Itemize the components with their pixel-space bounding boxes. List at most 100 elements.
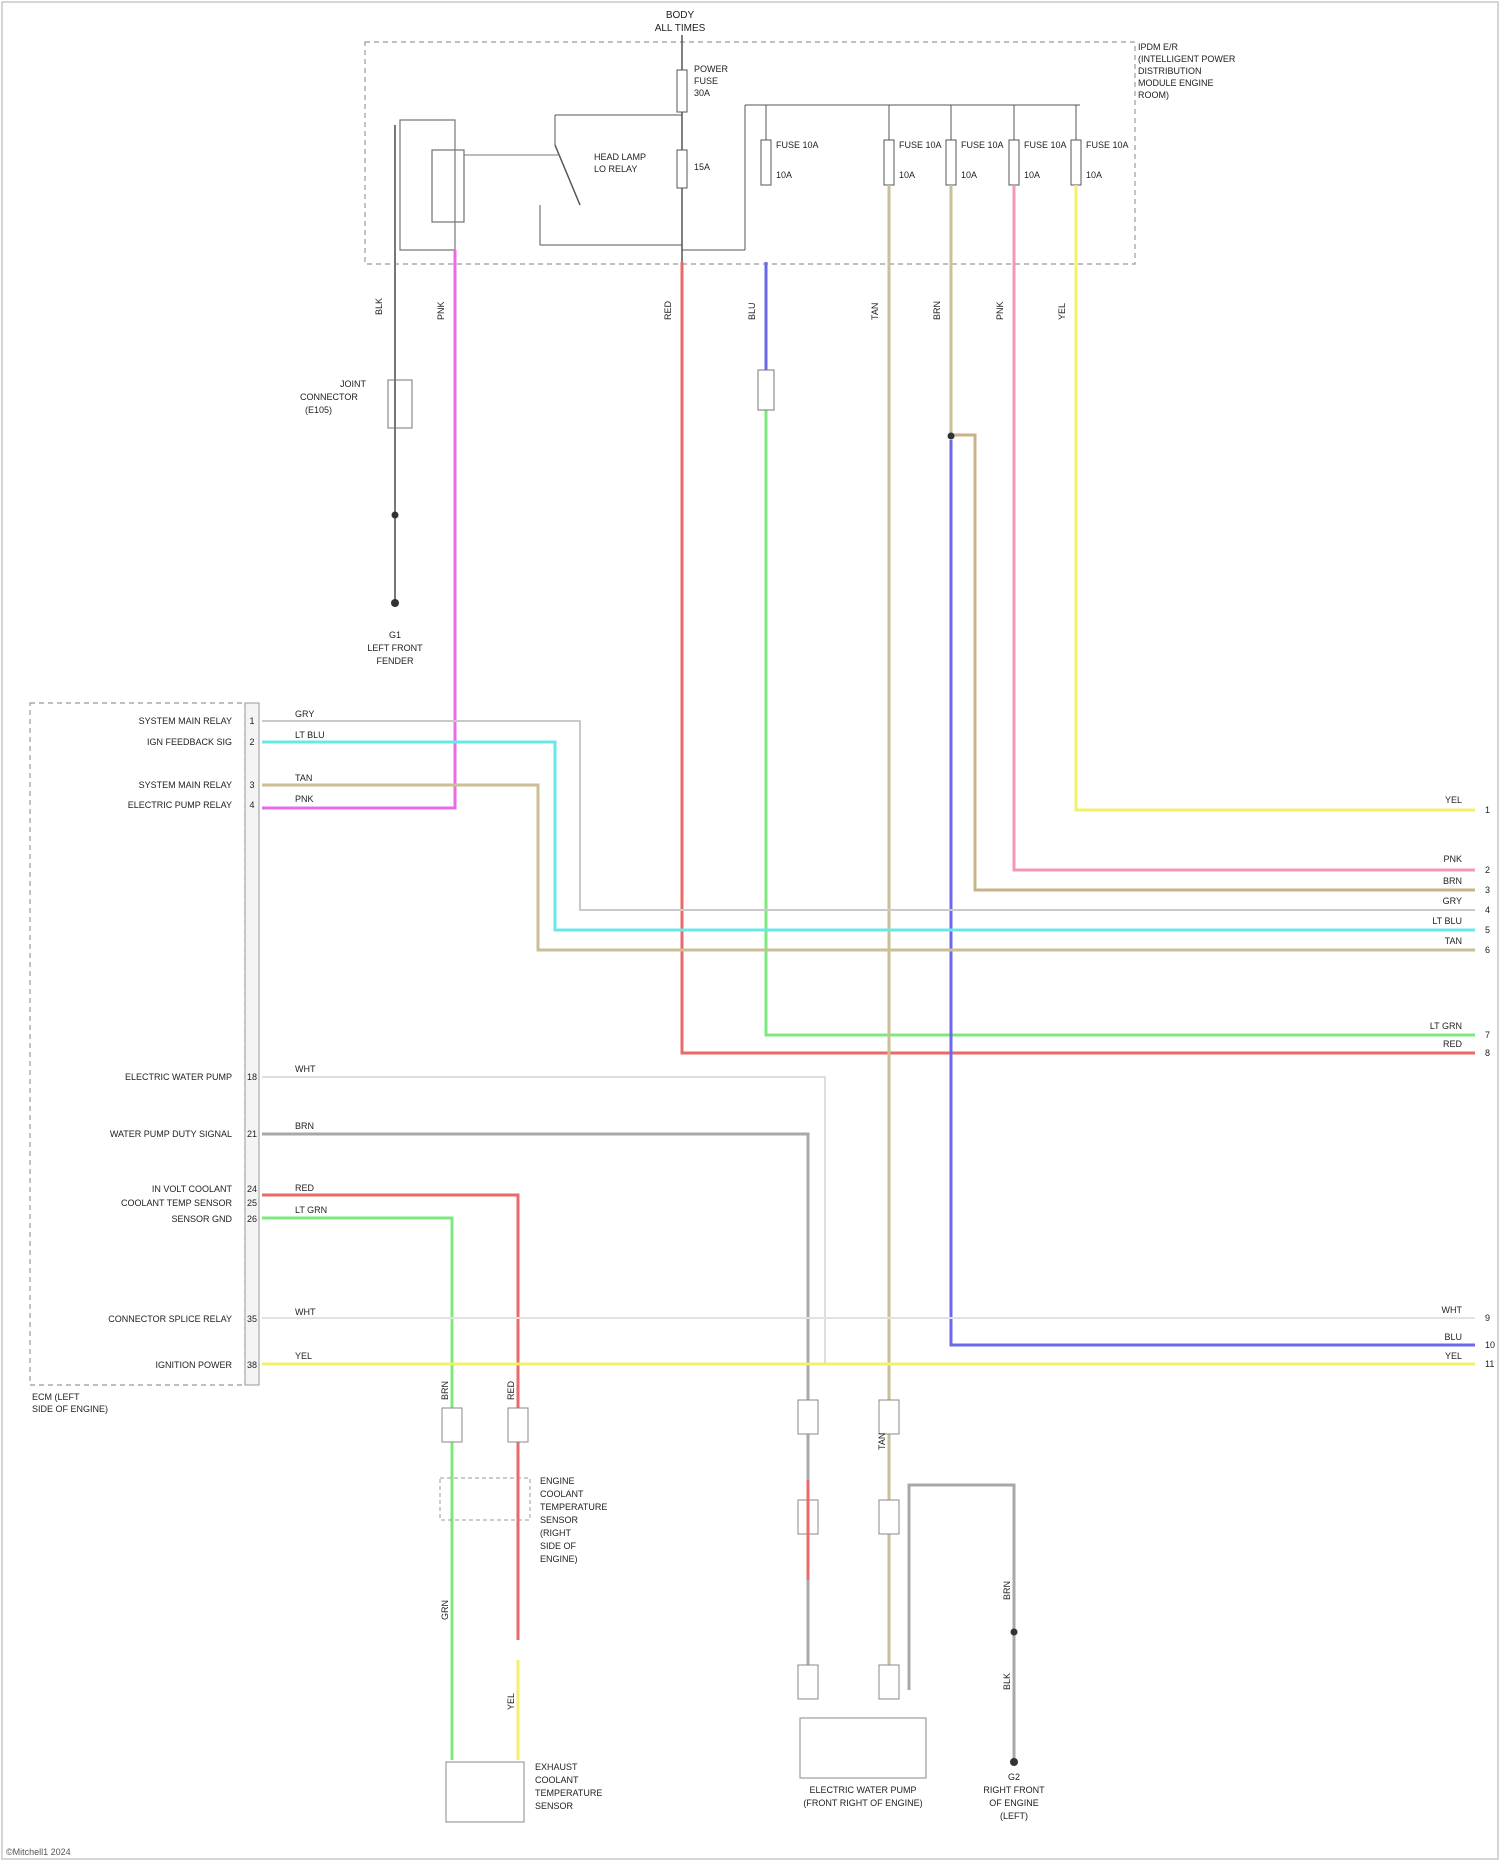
pump-connector-a xyxy=(798,1400,818,1434)
relay-coil xyxy=(432,150,464,222)
power-fuse-symbol xyxy=(677,70,687,112)
sensor-label-1: ENGINE xyxy=(540,1476,575,1486)
right-wire-8: RED xyxy=(1443,1039,1463,1049)
fuse-5 xyxy=(1071,140,1081,185)
ecm-name-2: SIDE OF ENGINE) xyxy=(32,1404,108,1414)
wire-ecm-ltgrn: LT GRN xyxy=(295,1205,327,1215)
ecm-pin-2-num: 2 xyxy=(249,737,254,747)
wire-bottom-blk: BLK xyxy=(1002,1673,1012,1690)
ecm-pin-24-num: 24 xyxy=(247,1184,257,1194)
right-refs: YEL PNK BRN GRY LT BLU TAN LT GRN RED WH… xyxy=(1430,795,1495,1369)
ecm-pin-21-num: 21 xyxy=(247,1129,257,1139)
sensor-label-3: TEMPERATURE xyxy=(540,1502,607,1512)
right-wire-5: LT BLU xyxy=(1432,916,1462,926)
right-wire-3: BRN xyxy=(1443,876,1462,886)
wire-ecm-red: RED xyxy=(295,1183,315,1193)
right-wire-1: YEL xyxy=(1445,795,1462,805)
top-wires: JOINT CONNECTOR (E105) G1 LEFT FRONT FEN… xyxy=(262,125,1475,1690)
ecm-pin-18-num: 18 xyxy=(247,1072,257,1082)
power-fuse-label-2: FUSE xyxy=(694,76,718,86)
wire-ecm-ltblu: LT BLU xyxy=(295,730,325,740)
pump-label-1: ELECTRIC WATER PUMP xyxy=(809,1785,916,1795)
wire-ecm-pnk: PNK xyxy=(295,794,314,804)
ecm-pin-25-label: COOLANT TEMP SENSOR xyxy=(121,1198,233,1208)
fuse-amp-1: 10A xyxy=(776,170,792,180)
power-fuse-label-1: POWER xyxy=(694,64,729,74)
ecm-pin-35-num: 35 xyxy=(247,1314,257,1324)
right-ref-4: 4 xyxy=(1485,905,1490,915)
right-wire-10: BLU xyxy=(1444,1332,1462,1342)
ecm-pin-4-num: 4 xyxy=(249,800,254,810)
fuse-amp-2: 10A xyxy=(899,170,915,180)
right-wire-2: PNK xyxy=(1443,854,1462,864)
pump-label-2: (FRONT RIGHT OF ENGINE) xyxy=(803,1798,922,1808)
fuse-2 xyxy=(884,140,894,185)
ecm-pin-26-num: 26 xyxy=(247,1214,257,1224)
fuse-1 xyxy=(761,140,771,185)
right-ref-10: 10 xyxy=(1485,1340,1495,1350)
inline-connector-1 xyxy=(758,370,774,410)
fuse-15a-symbol xyxy=(677,150,687,188)
ecm-pin-35-label: CONNECTOR SPLICE RELAY xyxy=(108,1314,232,1324)
wire-ecm-yel: YEL xyxy=(295,1351,312,1361)
sensor-label-4: SENSOR xyxy=(540,1515,579,1525)
fuse-label-1: FUSE 10A xyxy=(776,140,819,150)
wire-bottom-brn2: BRN xyxy=(1002,1581,1012,1600)
fuse-amp-3: 10A xyxy=(961,170,977,180)
ipdm-label-3: DISTRIBUTION xyxy=(1138,66,1202,76)
joint-connector-symbol xyxy=(388,380,412,428)
ecm-module: ECM (LEFT SIDE OF ENGINE) SYSTEM MAIN RE… xyxy=(30,703,259,1414)
right-ref-3: 3 xyxy=(1485,885,1490,895)
relay-label-2: LO RELAY xyxy=(594,164,637,174)
power-fuse-label-3: 30A xyxy=(694,88,710,98)
coolant-sensor-label-3: TEMPERATURE xyxy=(535,1788,602,1798)
ecm-pin-25-num: 25 xyxy=(247,1198,257,1208)
wire-top-blk: BLK xyxy=(374,298,384,315)
wire-bottom-brn: BRN xyxy=(440,1381,450,1400)
wire-ecm-gry: GRY xyxy=(295,709,314,719)
sensor-label-6: SIDE OF xyxy=(540,1541,577,1551)
wire-top-red: RED xyxy=(663,300,673,320)
fuse-label-5: FUSE 10A xyxy=(1086,140,1129,150)
wire-bottom-red: RED xyxy=(506,1380,516,1400)
ecm-pin-38-label: IGNITION POWER xyxy=(156,1360,233,1370)
right-ref-1: 1 xyxy=(1485,805,1490,815)
wire-bottom-grn: GRN xyxy=(440,1600,450,1620)
ecm-pin-3-label: SYSTEM MAIN RELAY xyxy=(139,780,232,790)
pump-connector-e xyxy=(798,1665,818,1699)
wire-top-brn: BRN xyxy=(932,301,942,320)
footer-copyright: ©Mitchell1 2024 xyxy=(6,1847,71,1857)
sensor-label-2: COOLANT xyxy=(540,1489,584,1499)
wire-ecm-wht: WHT xyxy=(295,1064,316,1074)
wire-bottom-tan: TAN xyxy=(877,1433,887,1450)
ecm-pin-4-label: ELECTRIC PUMP RELAY xyxy=(128,800,232,810)
ipdm-label-2: (INTELLIGENT POWER xyxy=(1138,54,1236,64)
right-wire-4: GRY xyxy=(1443,896,1462,906)
ground-bottom-label-2: RIGHT FRONT xyxy=(983,1785,1045,1795)
coolant-sensor-label-4: SENSOR xyxy=(535,1801,574,1811)
right-ref-8: 8 xyxy=(1485,1048,1490,1058)
ground-bottom-label-3: OF ENGINE xyxy=(989,1798,1039,1808)
ipdm-module: BODY ALL TIMES IPDM E/R (INTELLIGENT POW… xyxy=(365,10,1236,264)
ecm-name-1: ECM (LEFT xyxy=(32,1392,80,1402)
ect-connector-b xyxy=(442,1408,462,1442)
sensor-label-7: ENGINE) xyxy=(540,1554,578,1564)
right-ref-7: 7 xyxy=(1485,1030,1490,1040)
ecm-pin-3-num: 3 xyxy=(249,780,254,790)
right-wire-6: TAN xyxy=(1445,936,1462,946)
fuse-15a-label: 15A xyxy=(694,162,710,172)
ipdm-label-4: MODULE ENGINE xyxy=(1138,78,1214,88)
right-wire-7: LT GRN xyxy=(1430,1021,1462,1031)
ipdm-label-1: IPDM E/R xyxy=(1138,42,1179,52)
fuse-3 xyxy=(946,140,956,185)
ecm-pin-1-label: SYSTEM MAIN RELAY xyxy=(139,716,232,726)
ecm-pin-1-num: 1 xyxy=(249,716,254,726)
bottom-components: ENGINE COOLANT TEMPERATURE SENSOR (RIGHT… xyxy=(440,1380,1045,1822)
ecm-pin-21-label: WATER PUMP DUTY SIGNAL xyxy=(110,1129,232,1139)
ecm-pin-38-num: 38 xyxy=(247,1360,257,1370)
fuse-label-4: FUSE 10A xyxy=(1024,140,1067,150)
ecm-pin-24-label: IN VOLT COOLANT xyxy=(152,1184,233,1194)
fuse-4 xyxy=(1009,140,1019,185)
wire-top-blu: BLU xyxy=(747,302,757,320)
ground-top-label-1: G1 xyxy=(389,630,401,640)
